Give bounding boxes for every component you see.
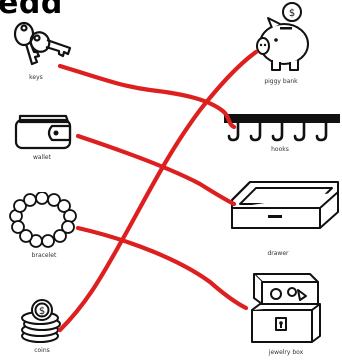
match-line-keys-hooks: [60, 66, 234, 127]
match-line-wallet-drawer: [78, 136, 234, 204]
match-line-bracelet-jewelry: [78, 228, 246, 308]
match-line-coins-piggy: [60, 52, 256, 330]
